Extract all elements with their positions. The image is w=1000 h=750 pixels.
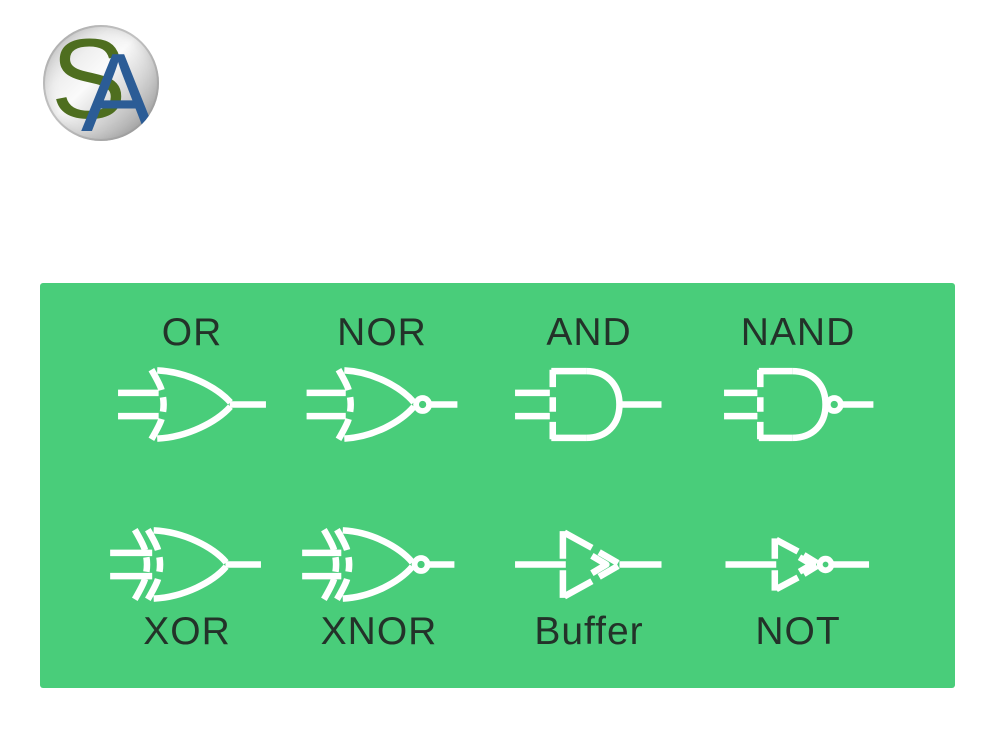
gate-label-xnor: XNOR [320, 610, 438, 653]
gate-label-not: NOT [755, 610, 841, 653]
gate-cell-and: AND [489, 311, 689, 448]
gate-cell-xor: XOR [87, 521, 287, 654]
logo-letter-a: A [81, 31, 156, 142]
gate-cell-xnor: XNOR [279, 521, 479, 654]
gate-label-or: OR [161, 311, 223, 354]
gate-label-nor: NOR [337, 311, 427, 354]
not-gate-icon [725, 536, 870, 593]
gate-cell-or: OR [92, 311, 292, 448]
gate-label-nand: NAND [740, 311, 856, 354]
logo-badge: S A [43, 25, 159, 141]
logo-letter-s: S [51, 25, 127, 141]
gate-label-buffer: Buffer [534, 610, 644, 653]
gate-cell-nand: NAND [698, 311, 898, 448]
xnor-gate-icon [302, 527, 455, 602]
or-gate-icon [118, 367, 266, 442]
nor-gate-icon [306, 367, 458, 442]
buffer-gate-icon [515, 529, 662, 600]
gate-cell-not: NOT [698, 521, 898, 654]
gate-label-xor: XOR [143, 610, 231, 653]
xor-gate-icon [110, 527, 261, 602]
gate-cell-buffer: Buffer [489, 521, 689, 654]
and-gate-icon [515, 367, 662, 442]
logic-gates-panel: OR NOR AND NAND [40, 283, 955, 688]
gate-label-and: AND [546, 311, 632, 354]
nand-gate-icon [724, 367, 874, 442]
gate-cell-nor: NOR [282, 311, 482, 448]
